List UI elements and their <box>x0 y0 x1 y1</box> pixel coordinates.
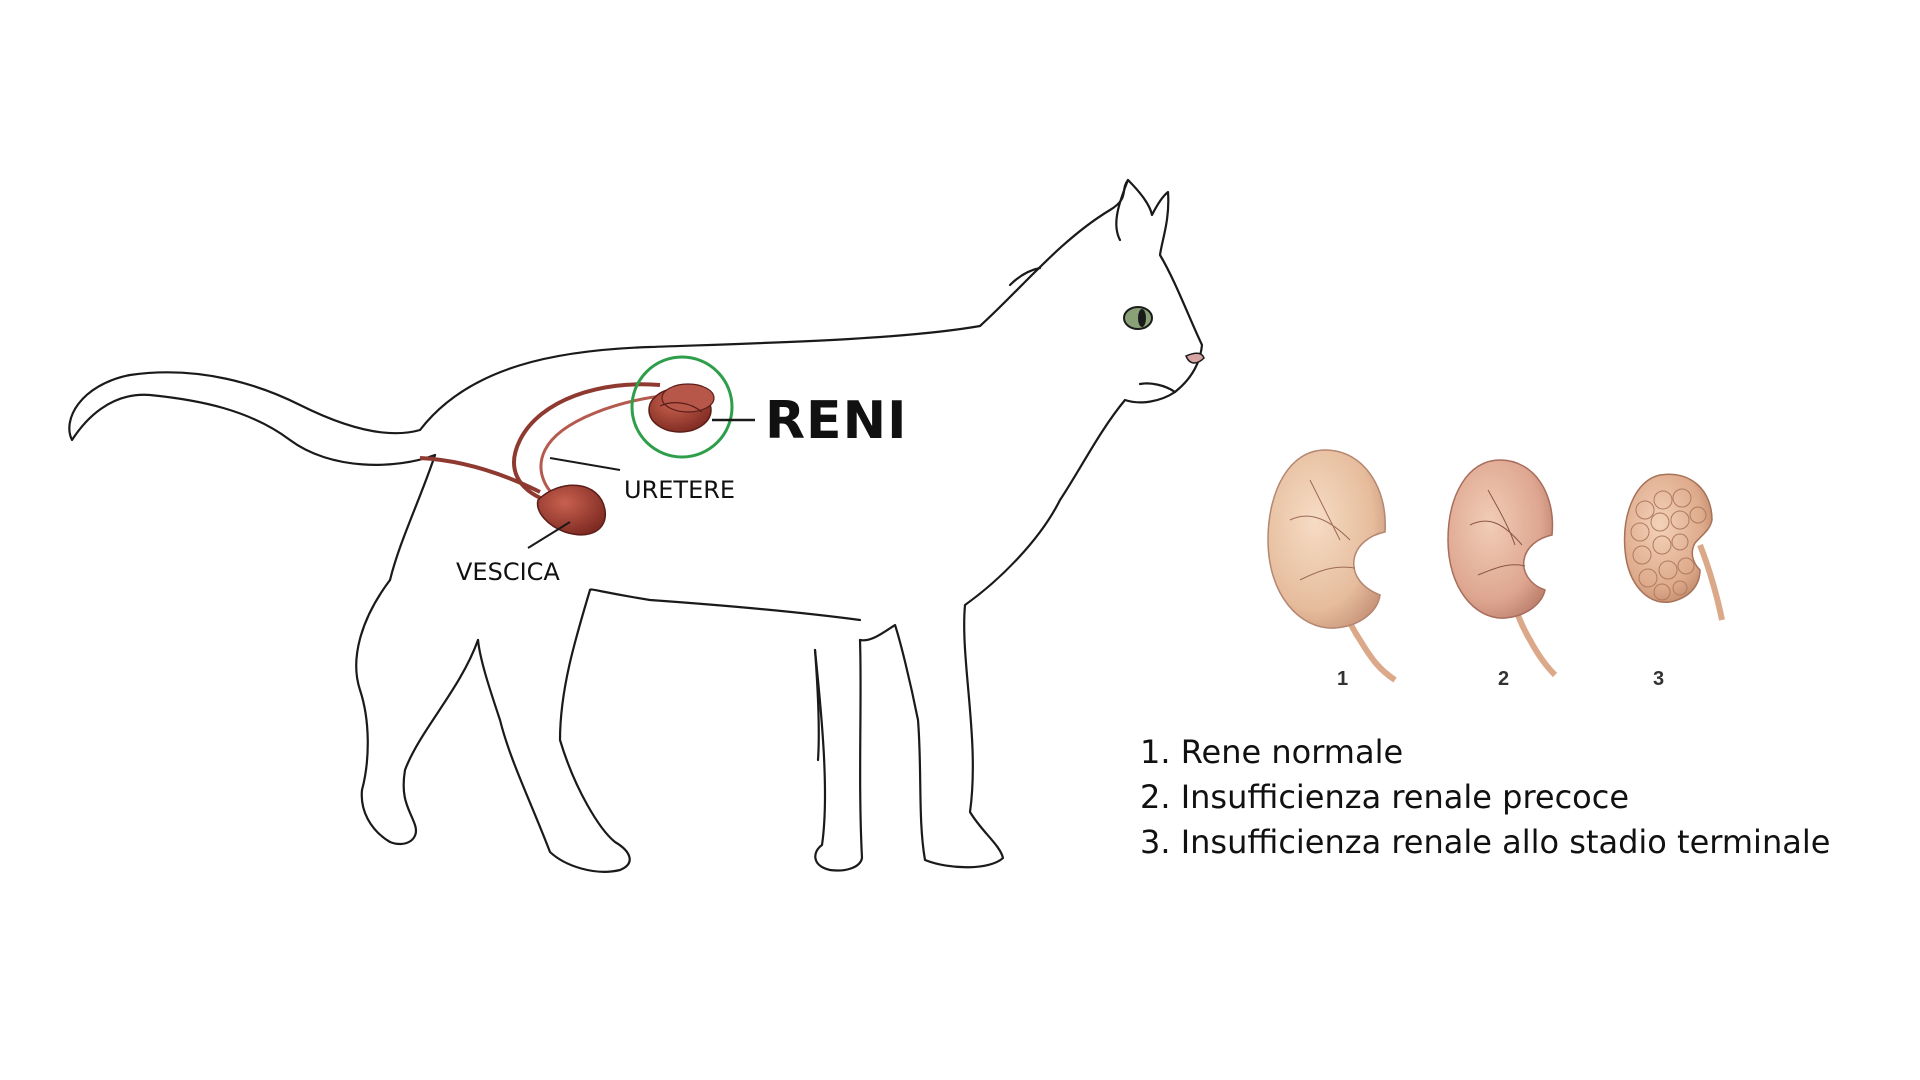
vescica-leader-line <box>527 521 571 549</box>
bladder-icon <box>536 484 606 536</box>
kidney-stage-2: 2 <box>1447 459 1558 690</box>
urethra <box>419 456 541 494</box>
kidney-icon <box>648 383 715 433</box>
legend-item-2: 2. Insufficienza renale precoce <box>1140 778 1630 816</box>
cat-silhouette-icon <box>68 178 1204 873</box>
bladder-label: VESCICA <box>456 558 560 586</box>
kidney-stage-legend: 1. Rene normale 2. Insufficienza renale … <box>1140 730 1830 865</box>
kidneys-label: RENI <box>765 391 907 451</box>
uretere-leader-line <box>549 457 621 471</box>
cat-nose-icon <box>1185 352 1205 364</box>
kidney-stage-1: 1 <box>1267 449 1397 690</box>
kidney-stage-3-number: 3 <box>1653 668 1664 690</box>
kidney-stage-3: 3 <box>1623 473 1725 690</box>
legend-item-3: 3. Insufficienza renale allo stadio term… <box>1140 823 1831 861</box>
legend-item-1: 1. Rene normale <box>1140 733 1404 771</box>
kidney-stages-panel: 1 2 3 <box>1267 449 1725 690</box>
cat-eye-icon <box>1123 306 1153 330</box>
kidney-stage-2-number: 2 <box>1498 668 1509 690</box>
kidney-highlight-circle <box>630 355 734 459</box>
ureter-label: URETERE <box>624 476 735 504</box>
urinary-system <box>419 355 734 536</box>
kidney-stage-1-number: 1 <box>1337 668 1348 690</box>
